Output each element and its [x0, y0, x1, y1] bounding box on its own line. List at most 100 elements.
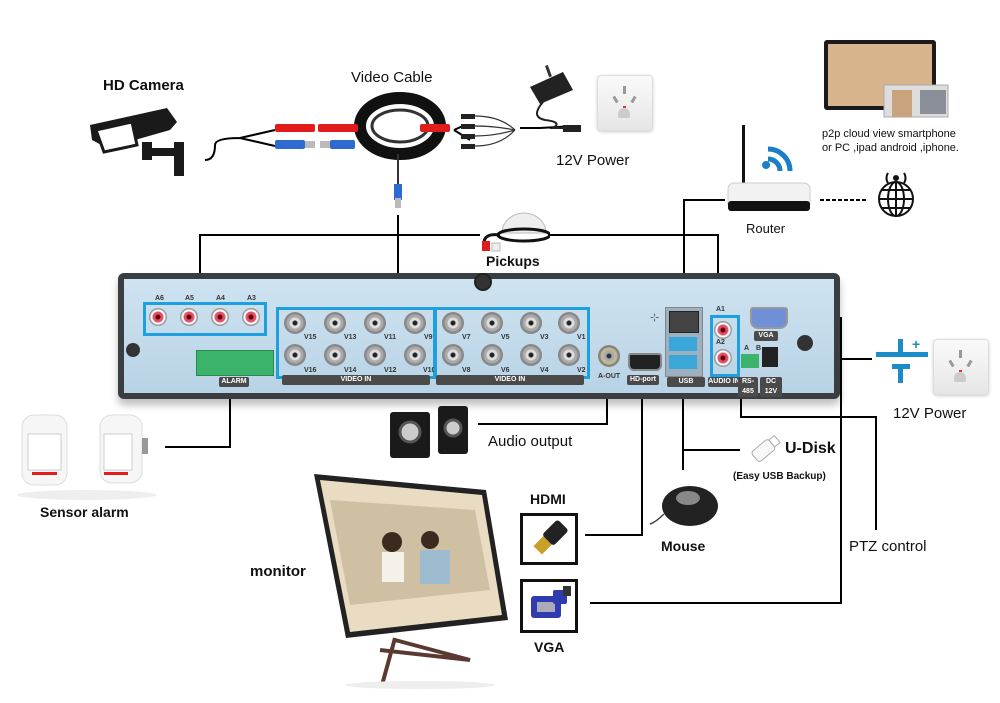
ground-screw-icon [126, 343, 140, 357]
bnc-port-v14[interactable] [324, 344, 346, 366]
mouse-icon [649, 486, 718, 526]
port-label-v16: V16 [304, 367, 317, 374]
audio-in-group [143, 302, 267, 336]
port-label-v13: V13 [344, 334, 357, 341]
usb-label: USB [667, 377, 705, 387]
port-label-a5: A5 [185, 295, 194, 302]
bnc-port-v7[interactable] [442, 312, 464, 334]
bnc-port-v10[interactable] [404, 344, 426, 366]
port-label-v4: V4 [540, 367, 549, 374]
port-label-v10: V10 [423, 367, 436, 374]
hdmi-plug-frame [520, 513, 578, 565]
cloud-view-devices-icon [824, 40, 949, 118]
bnc-port-v3[interactable] [520, 312, 542, 334]
power-top-label: 12V Power [556, 152, 630, 169]
u-disk-label: U-Disk [785, 440, 836, 457]
wifi-router-icon [727, 125, 811, 211]
usb-port-2[interactable] [669, 355, 697, 369]
port-label-v6: V6 [501, 367, 510, 374]
hdmi-port-label: HD-port [627, 375, 659, 385]
sensor-alarm-label: Sensor alarm [40, 504, 129, 520]
port-label-a6: A6 [155, 295, 164, 302]
router-label: Router [746, 221, 786, 236]
port-label-v1: V1 [577, 334, 586, 341]
vga-port[interactable] [750, 307, 788, 329]
hdmi-port[interactable] [628, 353, 662, 371]
speakers-icon [390, 406, 468, 458]
cloud-view-caption: p2p cloud view smartphone or PC ,ipad an… [822, 127, 959, 155]
globe-network-icon [878, 172, 914, 217]
bnc-port-v13[interactable] [324, 312, 346, 334]
bnc-port-v9[interactable] [404, 312, 426, 334]
pickups-label: Pickups [486, 253, 540, 269]
rs485-pin-b: B [756, 345, 762, 352]
usb-drive-icon [751, 434, 781, 462]
rca-port-a3[interactable] [242, 308, 260, 326]
vga-plug-icon [531, 586, 571, 618]
rs485-terminal[interactable] [741, 354, 759, 368]
bnc-port-v12[interactable] [364, 344, 386, 366]
rca-port-a1[interactable] [714, 321, 732, 339]
hdmi-plug-icon [533, 520, 568, 555]
bnc-port-v1[interactable] [558, 312, 580, 334]
a-out-port[interactable] [598, 345, 620, 367]
bnc-port-v11[interactable] [364, 312, 386, 334]
bnc-port-v16[interactable] [284, 344, 306, 366]
audio-in-label: AUDIO IN [708, 377, 740, 387]
power-right-label: 12V Power [893, 405, 967, 422]
port-label-v15: V15 [304, 334, 317, 341]
pir-sensor-icon [17, 414, 157, 500]
hd-camera-label: HD Camera [103, 77, 184, 94]
coaxial-cable-icon [275, 92, 450, 208]
video-cable-label: Video Cable [351, 69, 433, 86]
alarm-terminal-block[interactable] [196, 350, 274, 376]
mouse-label: Mouse [661, 538, 706, 554]
port-label-v12: V12 [384, 367, 397, 374]
port-label-a1: A1 [716, 306, 725, 313]
audio-in-group-right [710, 315, 740, 377]
wall-socket-icon [597, 75, 653, 131]
dvr-rear-panel: A6 A5 A4 A3 ALARM VIDEO IN V15 V13 V11 V… [118, 273, 840, 399]
rs485-pin-a: A [744, 345, 750, 352]
bnc-port-v6[interactable] [481, 344, 503, 366]
port-label-v7: V7 [462, 334, 471, 341]
port-label-v11: V11 [384, 334, 397, 341]
usb-port-1[interactable] [669, 337, 697, 351]
power-splitter-icon [461, 114, 516, 149]
a-out-label: A-OUT [598, 373, 621, 380]
port-label-v2: V2 [577, 367, 586, 374]
microphone-pickup-icon [482, 212, 550, 252]
port-label-v3: V3 [540, 334, 549, 341]
screw-icon [474, 273, 492, 291]
port-label-v14: V14 [344, 367, 357, 374]
wire-camera-cable [204, 129, 276, 161]
monitor-icon [314, 474, 508, 689]
wire-hdmi [585, 390, 643, 536]
rca-port-a2[interactable] [714, 349, 732, 367]
vga-plug-frame [520, 579, 578, 633]
dc-power-jack[interactable] [762, 347, 778, 367]
bnc-port-v4[interactable] [520, 344, 542, 366]
cctv-camera-icon [90, 108, 184, 176]
bnc-port-v8[interactable] [442, 344, 464, 366]
port-label-v8: V8 [462, 367, 471, 374]
u-disk-sublabel: (Easy USB Backup) [733, 471, 826, 482]
video-in-label-left: VIDEO IN [282, 375, 430, 385]
vga-port-label: VGA [754, 331, 778, 341]
rca-port-a6[interactable] [149, 308, 167, 326]
rca-port-a5[interactable] [180, 308, 198, 326]
bnc-port-v2[interactable] [558, 344, 580, 366]
network-icon: ⊹ [650, 312, 660, 324]
power-adapter-icon [530, 64, 581, 132]
svg-text:+: + [912, 336, 920, 352]
port-label-a4: A4 [216, 295, 225, 302]
wall-socket-right-icon [933, 339, 989, 395]
bnc-port-v15[interactable] [284, 312, 306, 334]
ethernet-port[interactable] [669, 311, 699, 333]
dc-power-icon: + [876, 336, 928, 383]
rca-port-a4[interactable] [211, 308, 229, 326]
bnc-port-v5[interactable] [481, 312, 503, 334]
vga-label: VGA [534, 639, 565, 655]
ptz-control-label: PTZ control [849, 538, 927, 555]
ground-screw-right-icon [797, 335, 813, 351]
